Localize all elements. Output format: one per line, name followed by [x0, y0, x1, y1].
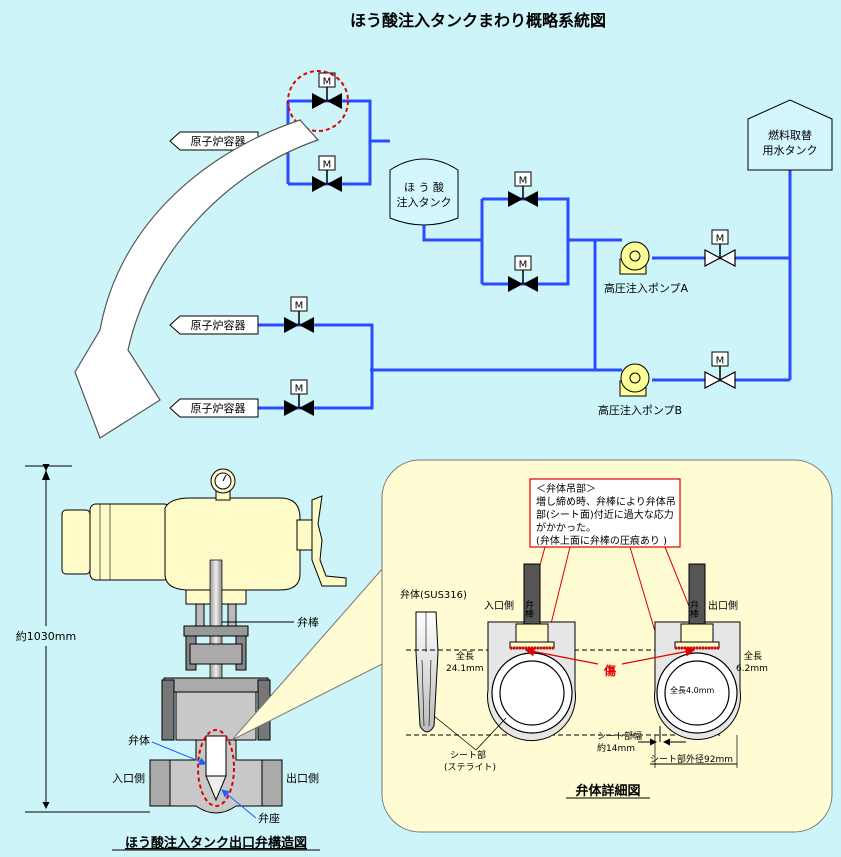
pump-b-label: 高圧注入ポンプB	[598, 403, 682, 417]
body-label: 弁体	[128, 733, 150, 747]
motor-valve-upper-2[interactable]: M	[312, 155, 342, 192]
motor-label: M	[716, 234, 725, 245]
svg-text:原子炉容器: 原子炉容器	[191, 401, 246, 415]
callout-arrow	[74, 119, 320, 439]
svg-text:シート部幅: シート部幅	[597, 730, 642, 742]
disc-section-outlet: 出口側 弁棒 全長 6.2mm 全長4.0mm	[654, 563, 768, 741]
svg-text:原子炉容器: 原子炉容器	[191, 134, 246, 148]
motor-label: M	[519, 260, 528, 271]
svg-text:シート部: シート部	[450, 749, 486, 761]
svg-text:増し締め時、弁棒により弁体吊: 増し締め時、弁棒により弁体吊	[536, 495, 676, 508]
motor-label: M	[323, 160, 332, 171]
svg-text:全長: 全長	[456, 650, 474, 662]
overall-height-label: 約1030mm	[16, 629, 76, 643]
seat-annotations: シート部 (ステライト) シート部幅 約14mm シート部外径92mm	[433, 715, 738, 773]
flaw-label: 傷	[603, 663, 616, 678]
svg-text:＜弁体吊部＞: ＜弁体吊部＞	[536, 482, 596, 495]
reactor-vessel-tag-1: 原子炉容器	[169, 131, 259, 151]
outlet-label: 出口側	[286, 771, 319, 785]
svg-text:全長4.0mm: 全長4.0mm	[670, 685, 715, 695]
stem-label: 弁棒	[297, 615, 319, 629]
pump-a: 高圧注入ポンプA	[604, 241, 689, 295]
svg-text:用水タンク: 用水タンク	[763, 144, 818, 157]
svg-text:出口側: 出口側	[708, 599, 738, 612]
detail-panel	[381, 459, 833, 833]
motor-label: M	[295, 301, 304, 312]
motor-valve-pump-b[interactable]: M	[704, 351, 736, 389]
svg-text:(弁体上面に弁棒の圧痕あり ): (弁体上面に弁棒の圧痕あり )	[536, 534, 667, 547]
pump-a-label: 高圧注入ポンプA	[604, 281, 689, 295]
svg-text:24.1mm: 24.1mm	[446, 664, 484, 674]
flaw-indicator: 傷	[524, 646, 696, 678]
svg-text:ほ う 酸: ほ う 酸	[404, 180, 444, 194]
motor-label: M	[716, 356, 725, 367]
seat-label: 弁座	[258, 811, 280, 825]
inlet-label: 入口側	[112, 772, 145, 785]
boric-acid-injection-tank: ほ う 酸 注入タンク	[389, 158, 459, 226]
motor-valve-lower-2[interactable]: M	[284, 379, 314, 416]
svg-text:全長: 全長	[744, 650, 762, 662]
pump-b: 高圧注入ポンプB	[598, 363, 682, 417]
svg-text:弁棒: 弁棒	[688, 599, 699, 619]
reactor-vessel-tag-2: 原子炉容器	[169, 315, 259, 335]
motor-label: M	[323, 77, 332, 88]
svg-text:弁体(SUS316): 弁体(SUS316)	[400, 588, 467, 601]
svg-text:原子炉容器: 原子炉容器	[191, 318, 246, 332]
valve-structure-drawing: 約1030mm	[16, 464, 347, 825]
motor-label: M	[519, 176, 528, 187]
motor-valve-upper-1[interactable]: M	[312, 72, 342, 109]
disc-side-view: 弁体(SUS316)	[400, 588, 467, 733]
diagram-title: ほう酸注入タンクまわり概略系統図	[350, 11, 606, 30]
svg-text:注入タンク: 注入タンク	[397, 195, 452, 209]
svg-text:6.2mm: 6.2mm	[736, 664, 768, 674]
refueling-water-tank: 燃料取替 用水タンク	[747, 99, 833, 171]
motor-valve-lower-1[interactable]: M	[284, 296, 314, 333]
reactor-vessel-tag-3: 原子炉容器	[169, 398, 259, 418]
disc-section-inlet: 入口側 弁棒 全長 24.1mm	[446, 563, 576, 742]
motor-valve-pump-a[interactable]: M	[704, 229, 736, 267]
svg-text:シート部外径92mm: シート部外径92mm	[650, 753, 733, 765]
svg-text:がかかった。: がかかった。	[536, 521, 596, 534]
svg-text:入口側: 入口側	[484, 599, 514, 612]
svg-text:燃料取替: 燃料取替	[768, 128, 812, 142]
motor-label: M	[295, 384, 304, 395]
detail-note-box: ＜弁体吊部＞ 増し締め時、弁棒により弁体吊 部(シート面)付近に過大な応力 がか…	[516, 478, 707, 649]
svg-text:弁棒: 弁棒	[523, 599, 534, 619]
svg-text:(ステライト): (ステライト)	[444, 762, 496, 773]
detail-caption: 弁体詳細図	[575, 783, 640, 799]
svg-text:約14mm: 約14mm	[597, 742, 635, 754]
valve-structure-caption: ほう酸注入タンク出口弁構造図	[125, 835, 307, 851]
motor-valve-mid-1[interactable]: M	[508, 171, 538, 207]
highlight-circle	[287, 70, 349, 132]
motor-valve-mid-2[interactable]: M	[508, 255, 538, 292]
svg-text:部(シート面)付近に過大な応力: 部(シート面)付近に過大な応力	[536, 508, 674, 521]
